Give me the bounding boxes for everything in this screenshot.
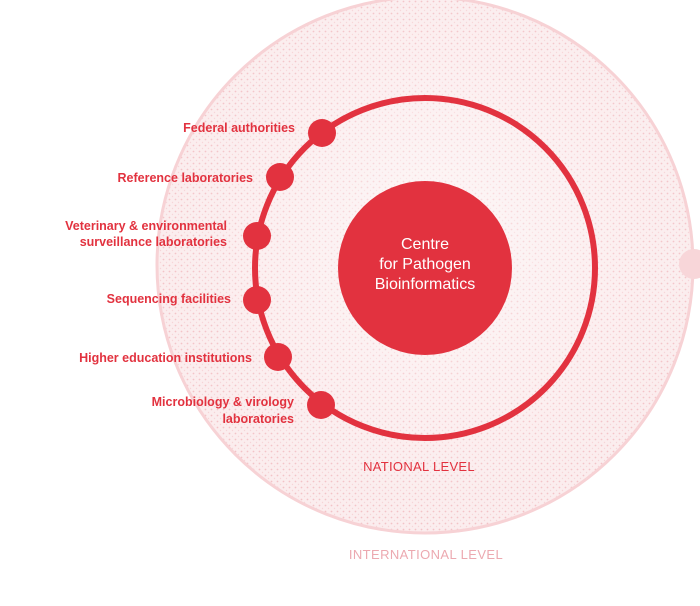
label-federal-authorities: Federal authorities <box>183 121 295 135</box>
label-microbiology-virology-line2: laboratories <box>222 412 294 426</box>
national-nodes <box>243 119 336 419</box>
label-reference-laboratories: Reference laboratories <box>118 171 254 185</box>
node-veterinary-environmental-laboratories <box>243 222 271 250</box>
node-labels: Federal authorities Reference laboratori… <box>65 121 295 426</box>
national-level-label: NATIONAL LEVEL <box>363 459 475 474</box>
label-higher-education-institutions: Higher education institutions <box>79 351 252 365</box>
national-level-ring <box>252 95 598 441</box>
label-veterinary-environmental-line1: Veterinary & environmental <box>65 219 227 233</box>
node-federal-authorities <box>308 119 336 147</box>
center-hub: Centre for Pathogen Bioinformatics <box>338 181 512 355</box>
node-higher-education-institutions <box>264 343 292 371</box>
label-microbiology-virology-line1: Microbiology & virology <box>152 395 294 409</box>
center-label-line3: Bioinformatics <box>375 276 475 293</box>
label-veterinary-environmental-line2: surveillance laboratories <box>80 235 227 249</box>
node-microbiology-virology-laboratories <box>307 391 335 419</box>
label-sequencing-facilities: Sequencing facilities <box>107 292 231 306</box>
center-label-line2: for Pathogen <box>379 256 471 273</box>
international-ring-node <box>679 249 700 279</box>
center-circle <box>338 181 512 355</box>
node-reference-laboratories <box>266 163 294 191</box>
center-label-line1: Centre <box>401 236 449 253</box>
node-sequencing-facilities <box>243 286 271 314</box>
international-level-label: INTERNATIONAL LEVEL <box>349 547 503 562</box>
